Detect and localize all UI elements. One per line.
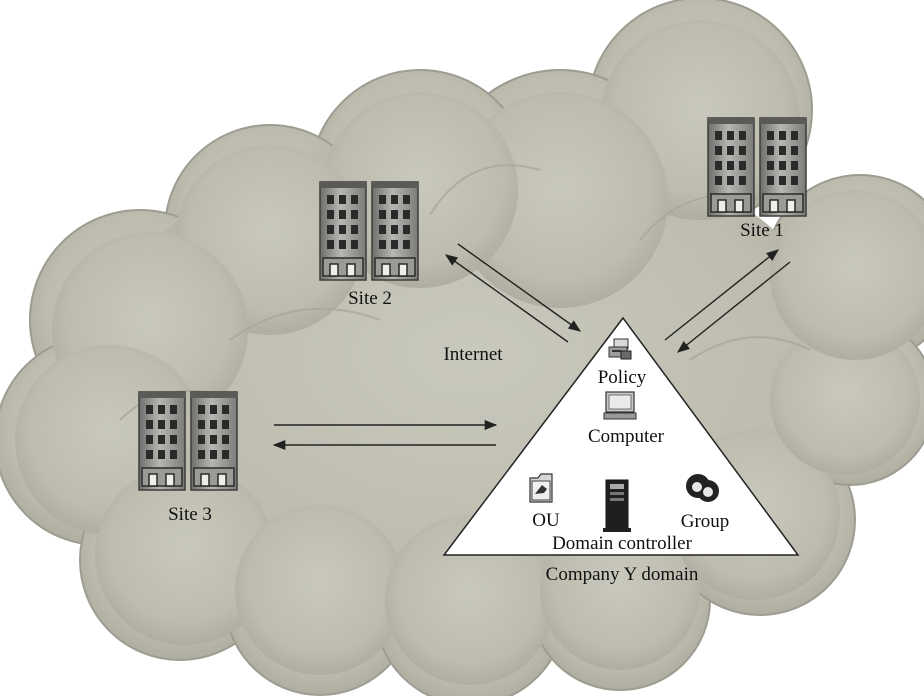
domain-controller-icon [603, 479, 631, 532]
policy-label: Policy [598, 367, 647, 388]
arrow-domain-to-site2 [457, 243, 582, 332]
ou-label: OU [532, 510, 560, 531]
connection-arrows [272, 243, 791, 451]
site2-label: Site 2 [348, 288, 392, 309]
computer-label: Computer [588, 426, 665, 447]
domain-controller-label: Domain controller [552, 533, 692, 554]
arrow-site1-to-domain [677, 261, 791, 353]
domain-name-label: Company Y domain [546, 564, 699, 585]
site1-label: Site 1 [740, 220, 784, 241]
group-people-icon [686, 474, 719, 502]
ou-folder-icon [529, 473, 553, 503]
arrow-site2-to-domain [444, 254, 569, 343]
site3-label: Site 3 [168, 504, 212, 525]
policy-icon [608, 338, 632, 360]
computer-icon [603, 391, 637, 420]
arrow-domain-to-site1 [664, 249, 779, 341]
group-label: Group [681, 511, 730, 532]
internet-label: Internet [443, 344, 503, 365]
